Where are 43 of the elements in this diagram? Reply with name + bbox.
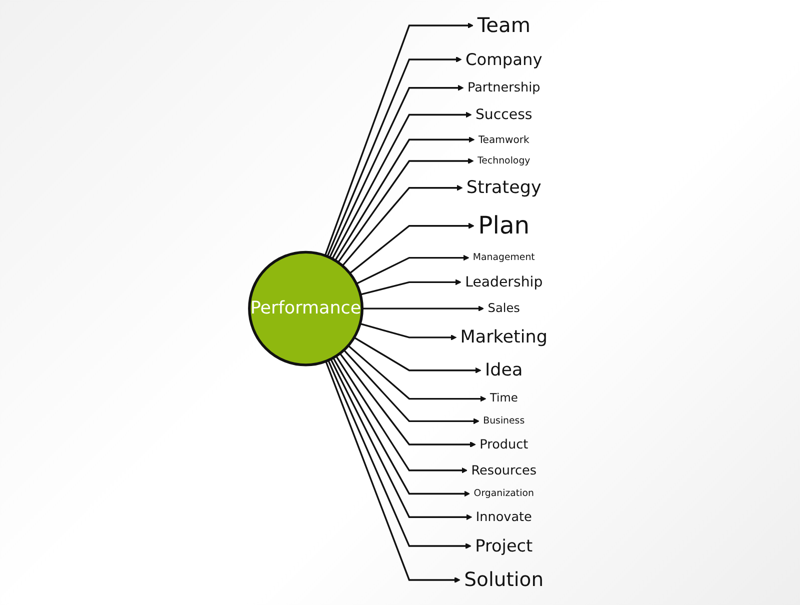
arrow: [330, 358, 472, 520]
keyword-text: Organization: [473, 488, 534, 499]
keyword-text: Product: [479, 436, 528, 452]
keyword-text: Sales: [487, 302, 520, 316]
keyword-text: Company: [465, 50, 542, 69]
keyword-text: Success: [475, 106, 532, 122]
arrow: [359, 322, 456, 340]
topic-circle: Performance: [248, 250, 364, 366]
arrow: [332, 357, 470, 497]
arrow: [337, 158, 474, 263]
keyword-text: Teamwork: [478, 133, 529, 146]
keyword-text: Technology: [477, 155, 530, 166]
keyword-text: Leadership: [464, 274, 542, 290]
arrow: [347, 344, 486, 402]
arrow: [342, 350, 479, 424]
keyword-text: Business: [482, 415, 524, 426]
keyword-text: Innovate: [475, 510, 532, 524]
arrow: [348, 222, 474, 274]
arrow: [353, 336, 481, 374]
keyword-text: Idea: [484, 360, 522, 380]
arrow: [360, 279, 461, 296]
arrow: [327, 360, 471, 549]
keyword-text: Solution: [464, 568, 544, 591]
arrow: [356, 254, 469, 284]
keyword-text: Marketing: [460, 327, 547, 348]
keyword-text: Plan: [478, 212, 530, 240]
keyword-text: Partnership: [467, 80, 540, 96]
arrow: [324, 360, 460, 583]
keyword-text: Strategy: [466, 177, 541, 198]
keyword-text: Management: [472, 252, 534, 263]
arrow: [328, 84, 464, 258]
arrow: [335, 356, 468, 474]
keyword-text: Resources: [470, 462, 536, 478]
keyword-text: Time: [489, 392, 518, 406]
arrow: [324, 22, 474, 256]
arrow: [331, 112, 472, 260]
arrow: [334, 136, 474, 261]
keyword-text: Project: [474, 536, 532, 556]
arrow: [326, 56, 462, 257]
arrow: [362, 306, 484, 312]
arrow: [338, 352, 476, 448]
keyword-text: Team: [476, 14, 530, 38]
arrow: [341, 184, 462, 266]
